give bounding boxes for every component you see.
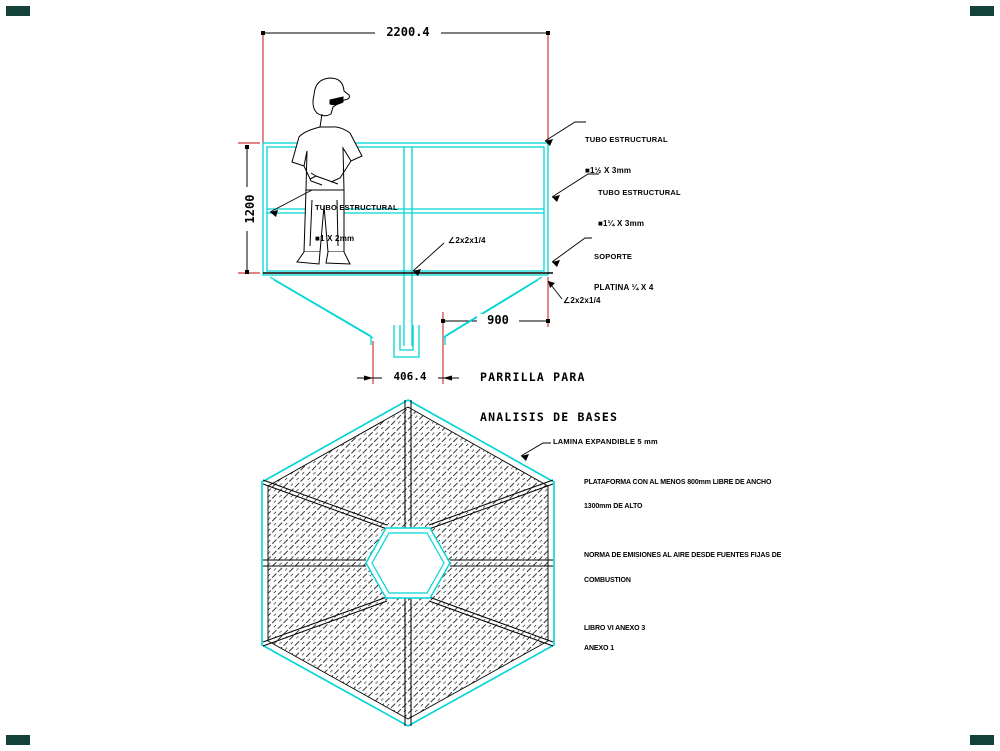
callout-tube-mid-line1: TUBO ESTRUCTURAL [598,188,681,198]
plan-note-3: NORMA DE EMISIONES AL AIRE DESDE FUENTES… [584,552,782,560]
plan-center-hole-inner [371,532,445,594]
elevation-title-line2: ANALISIS DE BASES [480,410,619,425]
plan-center-hole [365,527,451,599]
corner-mark-top-right [970,6,994,16]
plan-leader [520,442,551,461]
extension-lines [238,33,549,384]
plan-note-2: 1300mm DE ALTO [584,503,643,511]
plan-radial-members [262,400,554,726]
corner-mark-bottom-right [970,735,994,745]
callout-angle-chord: ∠2x2x1/4 [448,236,486,245]
callout-support-line1: SOPORTE [594,252,633,262]
elevation-title-line1: PARRILLA PARA [480,370,586,385]
dim-width-label: 2200.4 [375,26,441,38]
leader-lines [269,121,599,300]
dim-height-label: 1200 [243,187,257,231]
callout-tube-top-line1: TUBO ESTRUCTURAL [585,135,668,145]
plan-view [261,399,555,727]
callout-tube-rail-line1: TUBO ESTRUCTURAL [315,203,398,213]
callout-angle-brace: ∠2x2x1/4 [563,296,601,305]
dim-base-label: 406.4 [382,371,438,382]
elevation-view [238,31,599,384]
plan-note-1: PLATAFORMA CON AL MENOS 800mm LIBRE DE A… [584,479,772,487]
callout-tube-rail: TUBO ESTRUCTURAL ■1 X 2mm [315,183,398,265]
callout-tube-mid: TUBO ESTRUCTURAL ■1¼ X 3mm [598,168,681,250]
callout-tube-mid-line2: ■1¼ X 3mm [598,218,645,228]
callout-support: SOPORTE PLATINA ¼ X 4 [594,232,654,314]
worker-figure [291,77,363,265]
callout-tube-top: TUBO ESTRUCTURAL ■1½ X 3mm [585,115,668,197]
plan-note-5: LIBRO VI ANEXO 3 [584,624,646,632]
callout-tube-rail-line2: ■1 X 2mm [315,233,355,243]
corner-mark-top-left [6,6,30,16]
plan-notes: PLATAFORMA CON AL MENOS 800mm LIBRE DE A… [584,463,794,669]
callout-support-line2: PLATINA ¼ X 4 [594,282,654,292]
corner-mark-bottom-left [6,735,30,745]
callout-tube-top-line2: ■1½ X 3mm [585,165,632,175]
plan-note-6: ANEXO 1 [584,644,615,652]
elevation-title: PARRILLA PARA ANALISIS DE BASES [480,345,618,451]
plan-note-4: COMBUSTION [584,576,631,584]
dim-offset-label: 900 [477,314,519,326]
plan-lamina-label: LAMINA EXPANDIBLE 5 mm [553,437,658,446]
